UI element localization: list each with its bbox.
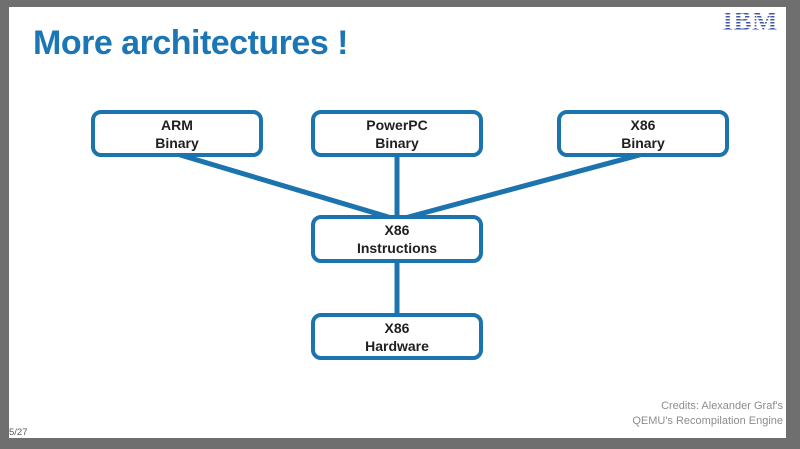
edge-x86binary-to-instructions [400, 151, 644, 222]
node-label-line: PowerPC [366, 116, 428, 133]
ibm-logo-icon: IBM [720, 6, 780, 36]
node-label-line: X86 [384, 319, 410, 336]
node-label-line: X86 [630, 116, 656, 133]
node-label-line: Binary [621, 134, 665, 151]
node-label-line: X86 [384, 222, 410, 238]
node-label-line: ARM [161, 116, 193, 133]
diagram-node-arm-binary: ARM Binary [91, 110, 263, 157]
node-label-line: Hardware [365, 337, 429, 354]
diagram-node-x86-instructions: X86 Instructions [311, 215, 483, 263]
diagram-node-x86-binary: X86 Binary [557, 110, 729, 157]
diagram-node-powerpc-binary: PowerPC Binary [311, 110, 483, 157]
node-label-line: Binary [155, 134, 199, 151]
credits-text: Credits: Alexander Graf's QEMU's Recompi… [632, 399, 783, 429]
diagram-node-x86-hardware: X86 Hardware [311, 313, 483, 360]
page-indicator: 5/27 [9, 427, 28, 438]
node-label-line: Instructions [356, 240, 438, 256]
credits-line-2: QEMU's Recompilation Engine [632, 415, 783, 427]
node-label-line: Binary [375, 134, 419, 151]
edge-arm-to-instructions [176, 151, 396, 222]
credits-line-1: Credits: Alexander Graf's [661, 400, 783, 412]
slide-title: More architectures ! [33, 24, 349, 62]
